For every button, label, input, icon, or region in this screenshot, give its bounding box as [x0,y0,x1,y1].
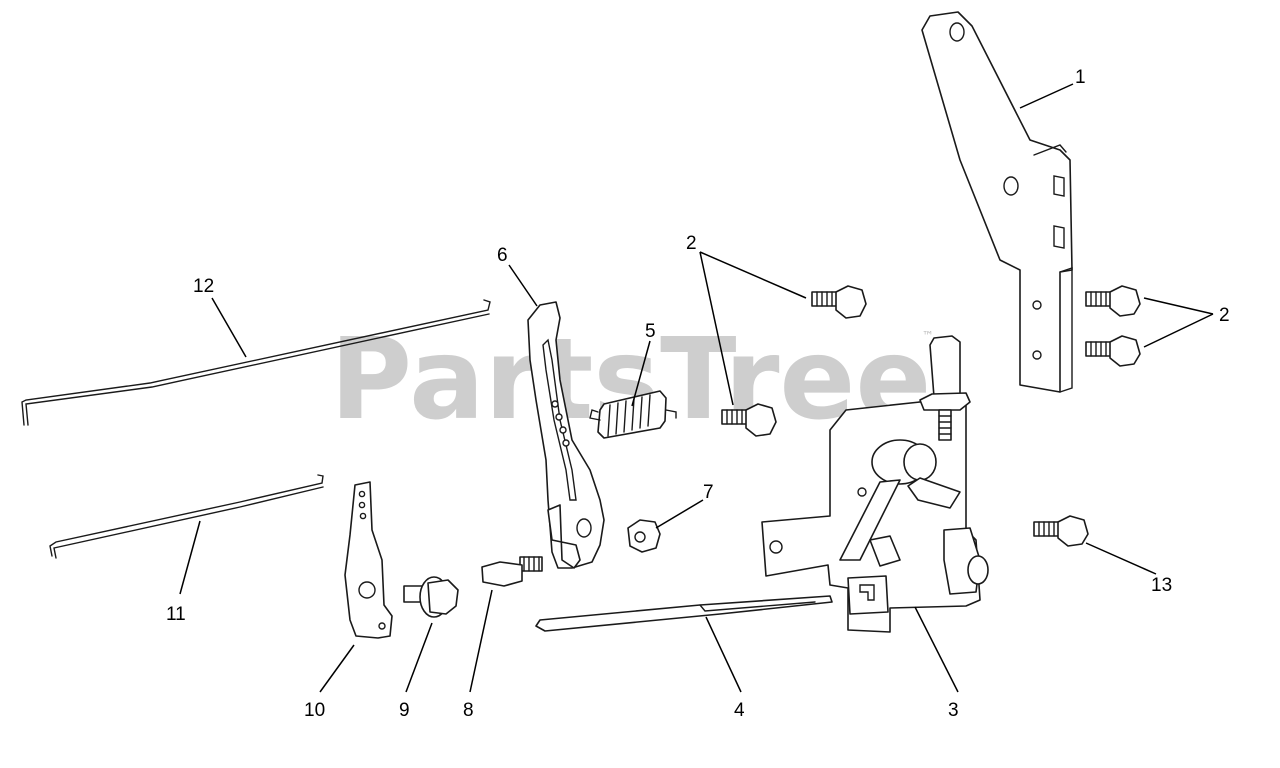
leader-lines [179,83,1214,693]
part-13-bolt [1033,515,1089,547]
callout-7: 7 [703,482,714,503]
part-10-arm [344,481,393,639]
callout-5: 5 [645,321,656,342]
part-4-rod [535,595,833,632]
part-6-lever [527,301,605,569]
part-2-bolt-a [811,285,867,319]
part-8-screw [481,556,543,587]
callout-labels: 1 2 2 3 4 5 6 7 8 9 10 11 12 13 [166,67,1230,721]
watermark-trademark: ™ [922,329,934,343]
part-12-rod [21,299,491,426]
callout-4: 4 [734,700,745,721]
callout-3: 3 [948,700,959,721]
part-11-rod [49,474,324,559]
part-2-bolt-b [721,403,777,437]
callout-9: 9 [399,700,410,721]
part-5-spring [589,390,677,439]
callout-13: 13 [1151,575,1172,596]
callout-6: 6 [497,245,508,266]
callout-1: 1 [1075,67,1086,88]
callout-2-a: 2 [686,233,697,254]
callout-2-b: 2 [1219,305,1230,326]
part-1-bracket [921,11,1073,393]
part-7-nut [627,519,661,553]
callout-12: 12 [193,276,214,297]
callout-8: 8 [463,700,474,721]
part-2-bolt-d [1085,335,1141,367]
callout-11: 11 [166,604,186,625]
part-3-control-assembly [761,335,989,633]
callout-10: 10 [304,700,325,721]
part-2-bolt-c [1085,285,1141,317]
part-9-shoulder-bolt [403,576,459,618]
